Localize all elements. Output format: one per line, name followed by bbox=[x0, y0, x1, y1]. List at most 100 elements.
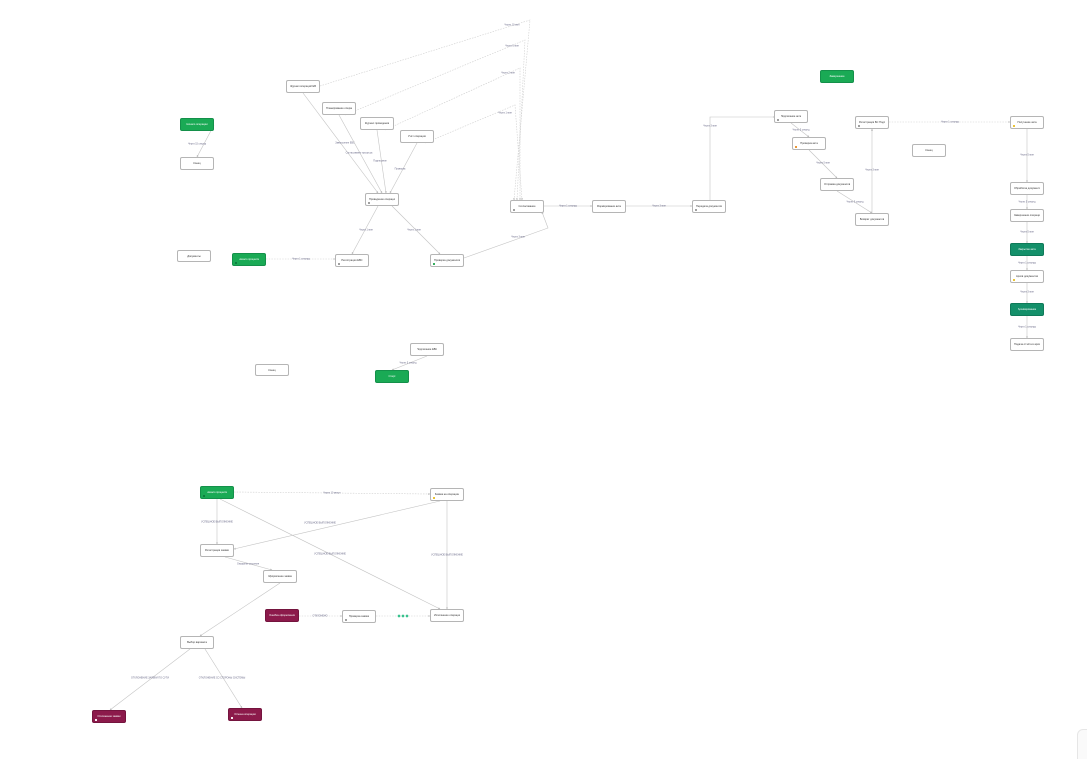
flow-node-n11[interactable]: Проверка документов bbox=[430, 254, 464, 267]
node-status-icon bbox=[857, 125, 860, 127]
edge-7[interactable] bbox=[376, 129, 387, 194]
edge-8[interactable] bbox=[389, 142, 418, 194]
edge-18[interactable] bbox=[836, 190, 873, 214]
flow-node-n39[interactable]: Выбор варианта bbox=[180, 636, 214, 649]
flow-node-n22[interactable]: Получение акта bbox=[1010, 116, 1044, 129]
flow-node-n18[interactable]: Отправка документов bbox=[820, 178, 854, 191]
edge-3[interactable] bbox=[384, 67, 522, 201]
edge-37[interactable] bbox=[109, 648, 191, 711]
flow-node-n30[interactable]: Конец bbox=[255, 364, 289, 376]
node-status-icon bbox=[432, 497, 435, 499]
edge-5[interactable] bbox=[302, 92, 379, 194]
node-label: Начало процесса bbox=[206, 491, 228, 494]
node-label: Заявка на операцию bbox=[434, 493, 460, 496]
node-label: Проверка заявки bbox=[348, 615, 370, 618]
edge-label-9: Через 1 мин bbox=[359, 229, 373, 232]
edge-label-29: УСПЕШНОЕ ВЫПОЛНЕНИЕ bbox=[201, 521, 233, 524]
flow-node-n25[interactable]: Закрытие акта bbox=[1010, 243, 1044, 256]
flow-node-n38[interactable]: Исполнение операции bbox=[430, 609, 464, 622]
edge-label-17: Через 5 мин bbox=[816, 162, 830, 165]
flow-node-n21[interactable]: Конец bbox=[912, 144, 946, 157]
flow-node-n29[interactable]: Подписание ЕВС bbox=[410, 343, 444, 356]
flow-node-n35[interactable]: Оформление заявки bbox=[263, 570, 297, 583]
node-label: Закрытие акта bbox=[1018, 248, 1036, 251]
flow-node-n31[interactable]: Старт bbox=[375, 370, 409, 383]
edge-12[interactable] bbox=[463, 211, 549, 259]
flow-node-n4[interactable]: Учёт операции bbox=[400, 130, 434, 143]
node-label: Отклонение заявки bbox=[97, 715, 121, 718]
flow-node-n23[interactable]: Обработка документов bbox=[1010, 182, 1044, 195]
flow-node-n36[interactable]: Ошибка оформления bbox=[265, 609, 299, 622]
edge-15[interactable] bbox=[709, 115, 776, 200]
node-label: Подача отчёта в архив bbox=[1014, 343, 1040, 346]
node-status-icon bbox=[202, 495, 205, 497]
edge-label-27: Через 5 секунд bbox=[400, 362, 417, 365]
flow-node-n9[interactable]: Начало процесса bbox=[232, 253, 266, 266]
flow-node-n16[interactable]: Проверка акта bbox=[792, 137, 826, 150]
edge-label-31: УСПЕШНОЕ ВЫПОЛНЕНИЕ bbox=[314, 553, 346, 556]
flow-node-n33[interactable]: Заявка на операцию bbox=[430, 488, 464, 501]
edge-16[interactable] bbox=[790, 122, 810, 138]
edge-34[interactable] bbox=[199, 582, 281, 637]
flow-node-n41[interactable]: Отмена операции bbox=[228, 708, 262, 721]
flow-node-n8[interactable]: Документы bbox=[177, 250, 211, 262]
node-status-icon bbox=[794, 146, 797, 148]
edge-label-2: Через 5 мин bbox=[505, 45, 519, 48]
node-label: Конец bbox=[925, 149, 933, 152]
edge-label-37: ОТКЛОНЕНИЕ ЗАЯВКИ ПО СУТИ bbox=[131, 677, 169, 680]
flow-node-n14[interactable]: Передача документов bbox=[692, 200, 726, 213]
edge-label-26: Через 1 секунду bbox=[1018, 326, 1037, 329]
flow-node-n26[interactable]: Архив документов bbox=[1010, 270, 1044, 283]
flow-node-n19[interactable]: Регистрация БС Подп bbox=[855, 116, 889, 129]
edge-2[interactable] bbox=[344, 39, 526, 201]
edge-10[interactable] bbox=[391, 205, 441, 255]
edge-27[interactable] bbox=[391, 355, 428, 371]
flow-node-n15[interactable]: Подписание акта bbox=[774, 110, 808, 123]
node-label: Архивирование bbox=[1017, 308, 1037, 311]
edge-33[interactable] bbox=[224, 556, 273, 571]
node-label: Регистрация заявки bbox=[205, 549, 229, 552]
edge-label-32: УСПЕШНОЕ ВЫПОЛНЕНИЕ bbox=[431, 554, 463, 557]
edge-label-22: Через 5 секунд bbox=[1019, 201, 1036, 204]
flow-node-n6[interactable]: Начало операции bbox=[180, 118, 214, 131]
node-label: Планирование операции bbox=[326, 107, 352, 110]
edge-4[interactable] bbox=[424, 104, 523, 201]
edge-31[interactable] bbox=[219, 498, 441, 610]
node-label: Получение акта bbox=[1017, 121, 1037, 124]
flow-node-n10[interactable]: Регистрация ЕВС bbox=[335, 254, 369, 267]
node-status-icon bbox=[694, 209, 697, 211]
edge-9[interactable] bbox=[351, 205, 379, 255]
edge-label-6: Согласование процесса bbox=[346, 152, 373, 155]
node-label: Выбор варианта bbox=[187, 641, 207, 644]
flow-node-n20[interactable]: Возврат документов bbox=[855, 213, 889, 226]
flow-node-n24[interactable]: Завершение операции bbox=[1010, 209, 1044, 222]
flow-node-n34[interactable]: Регистрация заявки bbox=[200, 544, 234, 557]
edge-label-3: Через 2 мин bbox=[501, 72, 515, 75]
flow-node-n2[interactable]: Планирование операции bbox=[322, 102, 356, 115]
edge-6[interactable] bbox=[338, 114, 383, 194]
edge-38[interactable] bbox=[204, 648, 243, 709]
edge-17[interactable] bbox=[808, 149, 838, 179]
edge-30[interactable] bbox=[233, 500, 441, 550]
flow-node-n37[interactable]: Проверка заявки bbox=[342, 610, 376, 623]
node-label: Подписание акта bbox=[780, 115, 802, 118]
node-label: Журнал операций ЕВС bbox=[290, 85, 316, 88]
edge-28[interactable] bbox=[233, 491, 431, 496]
edge-1[interactable] bbox=[319, 19, 531, 201]
flow-node-n12[interactable]: Согласование bbox=[510, 200, 544, 213]
flow-node-n1[interactable]: Журнал операций ЕВС bbox=[286, 80, 320, 93]
flow-node-n32[interactable]: Начало процесса bbox=[200, 486, 234, 499]
flow-node-n3[interactable]: Журнал проведения bbox=[360, 117, 394, 130]
corner-panel-handle[interactable] bbox=[1077, 729, 1087, 759]
flow-node-n28[interactable]: Подача отчёта в архив bbox=[1010, 338, 1044, 351]
node-label: Регистрация БС Подп bbox=[859, 121, 885, 124]
flow-node-n17[interactable]: Завершение bbox=[820, 70, 854, 83]
flow-node-n5[interactable]: Проведение операции bbox=[365, 193, 399, 206]
flow-node-n27[interactable]: Архивирование bbox=[1010, 303, 1044, 316]
flow-node-n7[interactable]: Конец bbox=[180, 157, 214, 170]
node-label: Передача документов bbox=[696, 205, 722, 208]
flow-node-n13[interactable]: Формирование акта bbox=[592, 200, 626, 213]
flow-node-n40[interactable]: Отклонение заявки bbox=[92, 710, 126, 723]
node-status-icon bbox=[367, 202, 370, 204]
